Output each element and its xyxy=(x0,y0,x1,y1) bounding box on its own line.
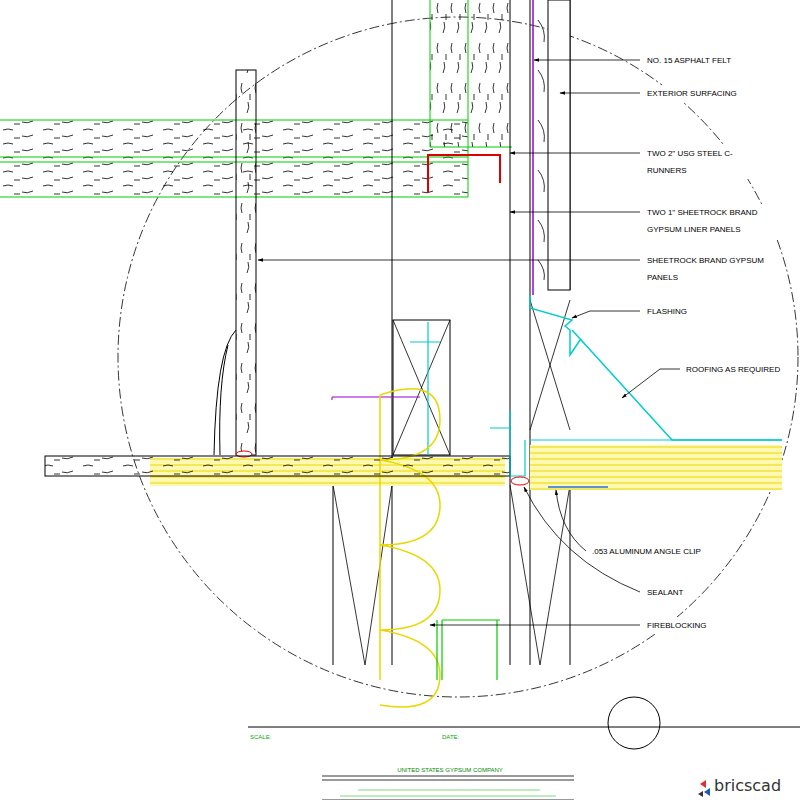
fireblocking xyxy=(437,620,500,680)
roof-insulation xyxy=(530,445,782,490)
field-label: SCALE: xyxy=(248,732,273,742)
flashing xyxy=(530,295,782,440)
callout-label: SHEETROCK BRAND GYPSUM PANELS xyxy=(645,252,777,286)
callout-label: EXTERIOR SURFACING xyxy=(645,85,739,102)
gypsum-wall xyxy=(214,70,256,457)
watermark: bricscad xyxy=(712,776,783,796)
asphalt-felt xyxy=(532,0,534,295)
company-name: UNITED STATES GYPSUM COMPANY xyxy=(330,765,570,775)
leader-lines xyxy=(258,60,680,625)
header-block xyxy=(332,320,450,455)
title-block xyxy=(248,697,800,800)
angle-clip xyxy=(490,410,608,487)
roofing-line xyxy=(530,440,782,441)
callout-label: FLASHING xyxy=(645,303,689,320)
floor-slab xyxy=(0,120,468,197)
callout-label: NO. 15 ASPHALT FELT xyxy=(645,52,733,69)
floor-board xyxy=(45,456,510,476)
callout-label: .053 ALUMINUM ANGLE CLIP xyxy=(590,543,703,560)
callout-label: TWO 2" USG STEEL C-RUNNERS xyxy=(645,145,749,179)
wall-lines xyxy=(333,0,570,665)
callout-label: TWO 1" SHEETROCK BRAND GYPSUM LINER PANE… xyxy=(645,204,777,238)
upper-stud xyxy=(430,0,512,147)
c-runner xyxy=(428,155,500,193)
callout-label: SEALANT xyxy=(645,584,685,601)
exterior-surfacing xyxy=(538,0,570,290)
batt-insulation xyxy=(380,389,440,707)
field-label: DATE: xyxy=(440,732,461,742)
clip-fastener xyxy=(548,487,608,488)
callout-label: FIREBLOCKING xyxy=(645,617,709,634)
sealant-bead xyxy=(511,477,529,485)
logo-mark xyxy=(698,780,710,797)
callout-label: ROOFING AS REQUIRED xyxy=(684,361,782,378)
